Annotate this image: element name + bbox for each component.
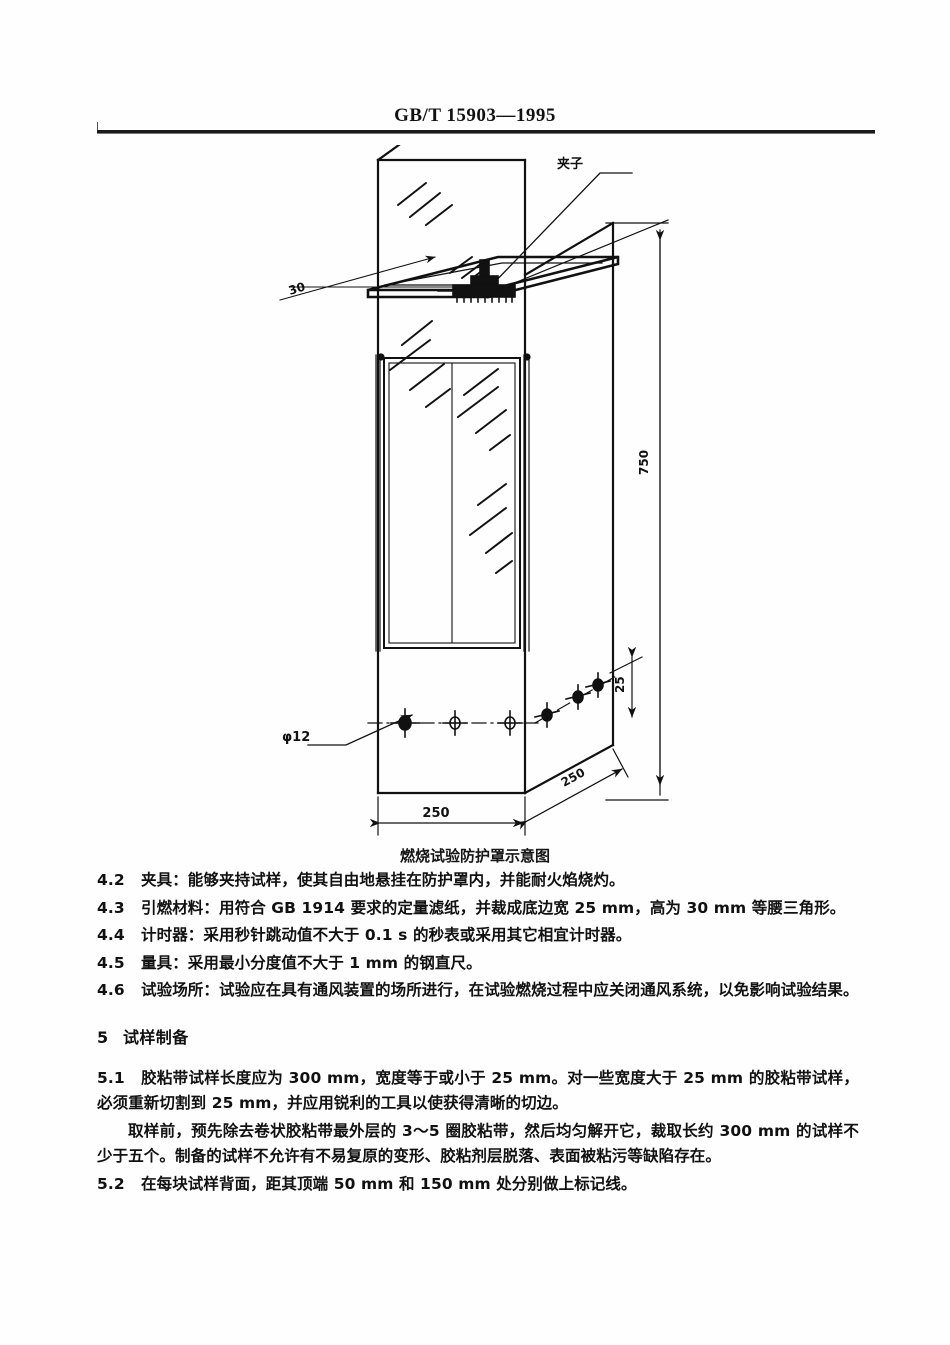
clause-text: 胶粘带试样长度应为 300 mm，宽度等于或小于 25 mm。对一些宽度大于 2… <box>97 1068 859 1113</box>
clause-text: 夹具：能够夹持试样，使其自由地悬挂在防护罩内，并能耐火焰烧灼。 <box>141 871 625 889</box>
clause-4-2: 4.2 夹具：能够夹持试样，使其自由地悬挂在防护罩内，并能耐火焰烧灼。 <box>97 868 859 894</box>
header-divider <box>97 130 875 134</box>
clause-number: 4.4 <box>97 926 125 944</box>
vent-hole <box>585 672 611 698</box>
vent-holes-row <box>367 672 619 738</box>
clause-4-5: 4.5 量具：采用最小分度值不大于 1 mm 的钢直尺。 <box>97 951 859 977</box>
vent-hole <box>565 684 591 710</box>
clause-number: 5.2 <box>97 1174 125 1193</box>
leader-line-hole-diameter <box>307 714 413 746</box>
vent-hole <box>534 702 560 728</box>
vent-hole <box>497 710 523 736</box>
figure-label-depth-top: 30 <box>287 280 307 298</box>
dimension-line-depth <box>279 255 461 301</box>
page-title: GB/T 15903—1995 <box>394 105 556 126</box>
document-body: 4.2 夹具：能够夹持试样，使其自由地悬挂在防护罩内，并能耐火焰烧灼。 4.3 引燃… <box>97 868 859 1199</box>
hood-front-face <box>376 158 527 795</box>
figure-label-width-front: 250 <box>422 806 449 821</box>
clause-text: 量具：采用最小分度值不大于 1 mm 的钢直尺。 <box>141 953 482 972</box>
figure-protective-hood-diagram: 夹子 30 750 25 φ12 250 250 <box>250 145 710 845</box>
dimension-line-height <box>489 219 669 801</box>
leader-line-clamp <box>479 172 633 299</box>
clause-number: 4.5 <box>97 953 125 972</box>
hood-right-face <box>523 221 615 795</box>
clause-4-3: 4.3 引燃材料：用符合 GB 1914 要求的定量滤纸，并裁成底边宽 25 mm… <box>97 896 859 922</box>
clause-text: 取样前，预先除去卷状胶粘带最外层的 3～5 圈胶粘带，然后均匀解开它，裁取长约 … <box>97 1121 859 1166</box>
hood-door-edge-strip-right <box>377 353 531 652</box>
clause-number: 4.6 <box>97 981 125 999</box>
clause-number: 5.1 <box>97 1068 125 1087</box>
clause-text: 计时器：采用秒针跳动值不大于 0.1 s 的秒表或采用其它相宜计时器。 <box>141 926 632 944</box>
hood-door-hinge-strip <box>375 354 381 652</box>
clause-number: 4.3 <box>97 898 125 917</box>
dimension-line-width-front <box>369 796 526 836</box>
clause-5-1-continuation: 取样前，预先除去卷状胶粘带最外层的 3～5 圈胶粘带，然后均匀解开它，裁取长约 … <box>97 1119 859 1170</box>
section-title: 试样制备 <box>123 1027 189 1047</box>
header-rule-tick <box>97 122 98 130</box>
figure-label-width-side: 250 <box>559 765 588 789</box>
clause-text: 引燃材料：用符合 GB 1914 要求的定量滤纸，并裁成底边宽 25 mm，高为… <box>141 898 846 917</box>
section-number: 5 <box>97 1027 109 1047</box>
dimension-line-hole-offset <box>609 646 643 718</box>
hood-door-frame <box>383 357 521 649</box>
clause-4-6: 4.6 试验场所：试验应在具有通风装置的场所进行，在试验燃烧过程中应关闭通风系统，… <box>97 978 859 1004</box>
section-heading-5: 5 试样制备 <box>97 1024 859 1048</box>
glass-hatching <box>389 182 513 574</box>
clause-4-4: 4.4 计时器：采用秒针跳动值不大于 0.1 s 的秒表或采用其它相宜计时器。 <box>97 923 859 949</box>
vent-hole <box>442 710 468 736</box>
clause-text: 在每块试样背面，距其顶端 50 mm 和 150 mm 处分别做上标记线。 <box>141 1174 637 1193</box>
clause-number: 4.2 <box>97 871 125 889</box>
hood-door-frame-inner <box>388 362 516 644</box>
figure-label-hole-offset: 25 <box>613 676 627 693</box>
hood-top-plane <box>376 145 401 162</box>
figure-label-clamp: 夹子 <box>557 156 583 172</box>
figure-caption: 燃烧试验防护罩示意图 <box>399 847 550 865</box>
clause-5-2: 5.2 在每块试样背面，距其顶端 50 mm 和 150 mm 处分别做上标记线。 <box>97 1172 859 1198</box>
clause-text: 试验场所：试验应在具有通风装置的场所进行，在试验燃烧过程中应关闭通风系统，以免影… <box>141 981 859 999</box>
figure-label-height: 750 <box>637 450 651 475</box>
figure-label-hole-diameter: φ12 <box>282 730 310 745</box>
dimension-line-width-side <box>516 748 629 830</box>
